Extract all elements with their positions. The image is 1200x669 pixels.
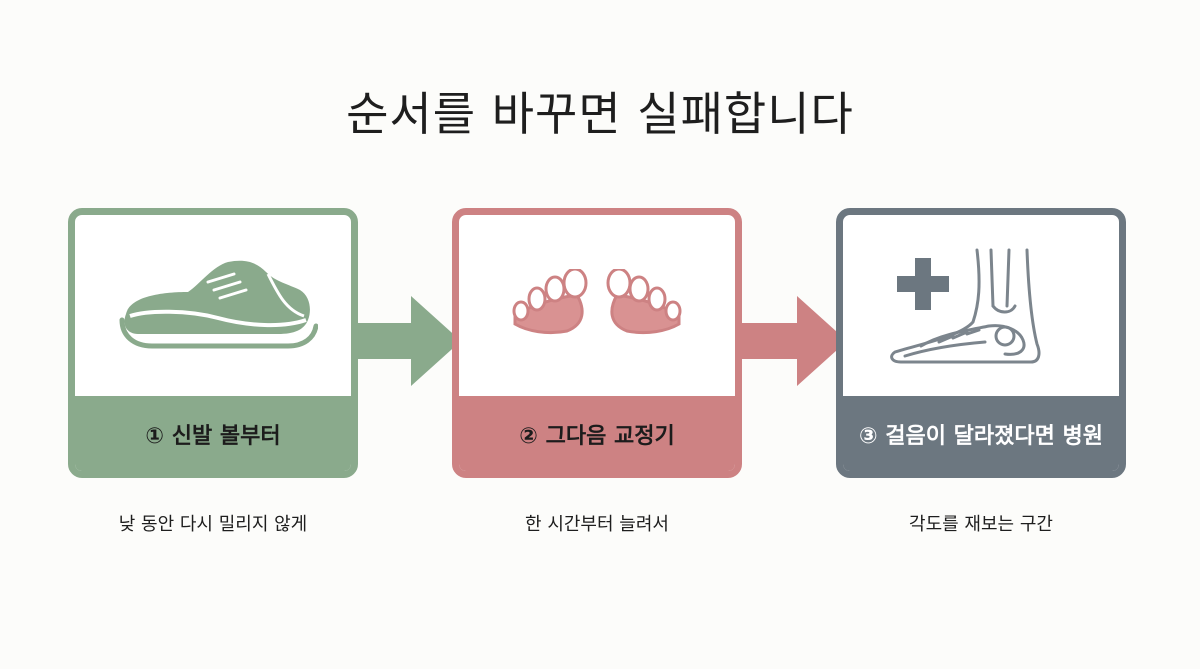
arrow-right-icon [356, 296, 461, 386]
step-3-label: ③ 걸음이 달라졌다면 병원 [843, 396, 1119, 471]
medical-foot-icon [890, 248, 1041, 364]
step-3-caption: 각도를 재보는 구간 [909, 514, 1053, 535]
step-card-3: ③ 걸음이 달라졌다면 병원 [836, 208, 1126, 478]
step-card-1: ① 신발 볼부터 [68, 208, 358, 478]
toe-separator-icon [512, 269, 682, 335]
arrow-right-icon [742, 296, 847, 386]
page-title: 순서를 바꾸면 실패합니다 [346, 87, 854, 141]
step-1-illustration [75, 215, 351, 403]
step-2-illustration [459, 215, 735, 403]
step-2-label: ② 그다음 교정기 [459, 396, 735, 471]
step-2-caption: 한 시간부터 늘려서 [525, 514, 669, 535]
step-3-illustration [843, 215, 1119, 403]
shoe-icon [119, 260, 318, 349]
step-1-caption: 낮 동안 다시 밀리지 않게 [118, 514, 308, 535]
step-card-2: ② 그다음 교정기 [452, 208, 742, 478]
step-1-label: ① 신발 볼부터 [75, 396, 351, 471]
